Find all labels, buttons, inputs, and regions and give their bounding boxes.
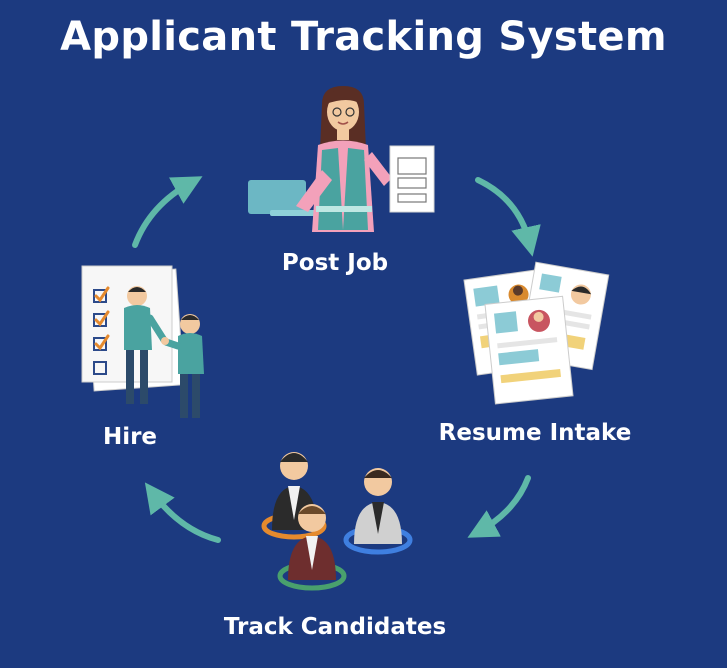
resumes-icon: [463, 261, 610, 405]
handshake-icon: [81, 265, 204, 418]
cycle-arrow-1: [475, 177, 541, 257]
cycle-arrow-3: [144, 482, 221, 543]
candidates-icon: [261, 452, 413, 591]
cycle-arrow-4: [132, 176, 203, 248]
step-label-hire: Hire: [102, 424, 158, 450]
step-label-resume-intake: Resume Intake: [438, 420, 632, 446]
page-title: Applicant Tracking System: [60, 14, 667, 60]
cycle-arrow-2: [467, 475, 531, 538]
recruiter-icon: [248, 86, 435, 232]
step-label-post-job: Post Job: [281, 250, 389, 276]
step-label-track-candidates: Track Candidates: [223, 614, 447, 640]
